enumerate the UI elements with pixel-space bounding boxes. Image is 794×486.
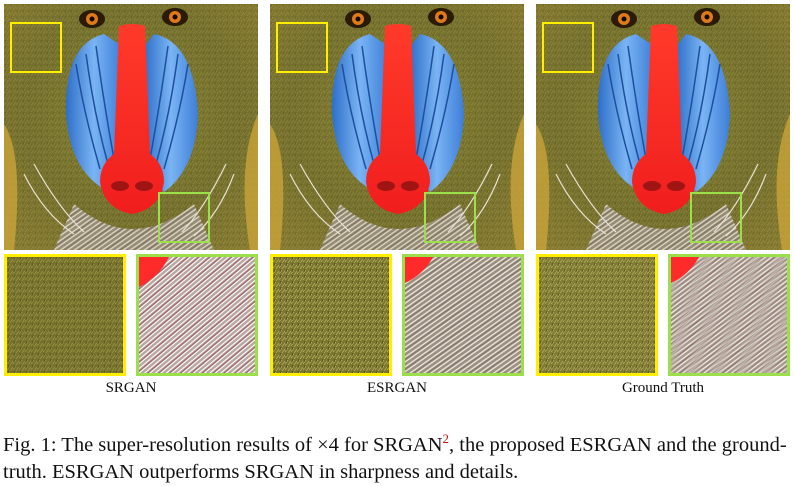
fur-crop [4,254,126,376]
yellow-zoom-box [276,22,328,73]
whisker-crop [136,254,258,376]
fur-crop [536,254,658,376]
esrgan-image [270,4,524,250]
figure-caption: Fig. 1: The super-resolution results of … [3,425,793,486]
srgan-image [4,4,258,250]
green-zoom-box [690,192,742,243]
ground-truth-panel [536,4,790,376]
srgan-label: SRGAN [105,380,157,396]
srgan-panel [4,4,258,376]
yellow-zoom-box [10,22,62,73]
whisker-crop [668,254,790,376]
caption-prefix: Fig. 1: The super-resolution results of … [3,434,443,456]
caption-suffix: , the proposed ESRGAN and the ground-tru… [3,434,787,483]
esrgan-label: ESRGAN [366,380,427,396]
fur-crop [270,254,392,376]
green-zoom-box [424,192,476,243]
green-zoom-box [158,192,210,243]
footnote-marker[interactable]: 2 [442,431,450,446]
ground-truth-image [536,4,790,250]
yellow-zoom-box [542,22,594,73]
esrgan-panel [270,4,524,376]
ground-truth-label: Ground Truth [621,380,705,396]
whisker-crop [402,254,524,376]
